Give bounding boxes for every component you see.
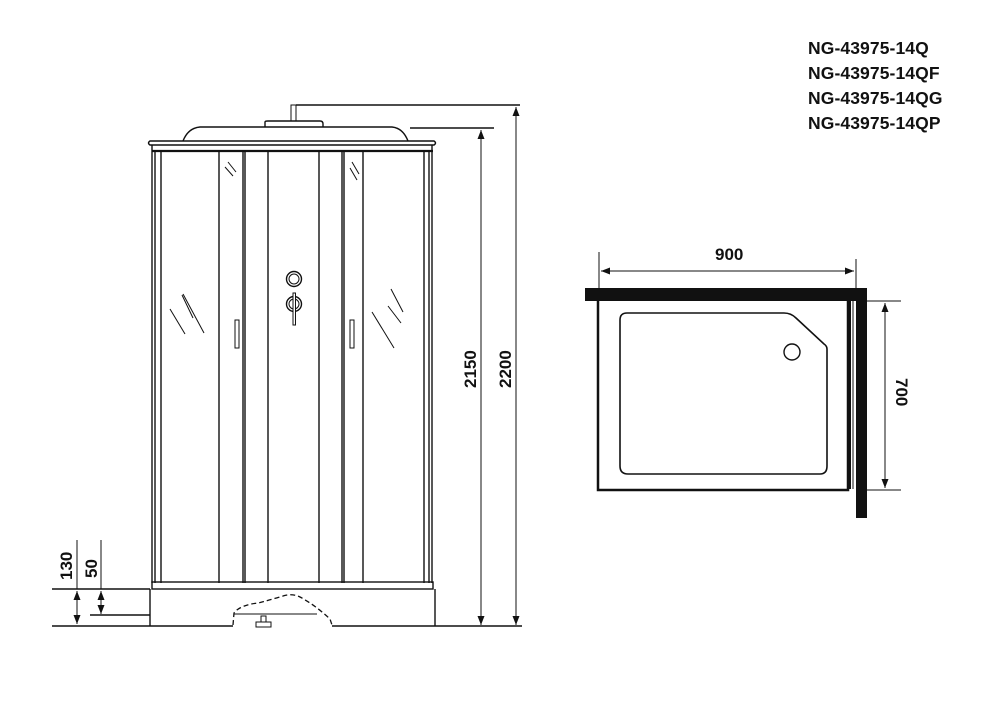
basin-outline [619, 312, 828, 475]
adjustable-leg [260, 615, 267, 623]
mixer-lever [292, 292, 296, 326]
tray-outline [596, 301, 850, 492]
dim-label-130: 130 [57, 552, 76, 580]
drain-hump [232, 594, 333, 626]
model-list: NG-43975-14Q NG-43975-14QF NG-43975-14QG… [808, 36, 998, 136]
roof-dome [182, 126, 409, 142]
drain-icon [783, 343, 801, 361]
dim-label-700: 700 [892, 378, 911, 406]
wall-side [856, 296, 867, 518]
shower-pipe [290, 104, 297, 122]
dim-label-2150: 2150 [461, 350, 480, 388]
dim-label-2200: 2200 [496, 350, 515, 388]
door-handle-left [234, 319, 240, 349]
dim-label-50: 50 [82, 559, 101, 578]
control-knob-icon [285, 270, 303, 288]
plan-view: 900 700 [585, 245, 911, 518]
front-view: 130 50 2150 2200 [52, 104, 522, 628]
bottom-frame [151, 581, 434, 590]
wall-back [585, 288, 867, 301]
door-handle-right [349, 319, 355, 349]
model-code: NG-43975-14Q [808, 38, 929, 58]
roof-vent [264, 120, 324, 127]
dim-label-900: 900 [715, 245, 743, 264]
glass-reflection [169, 161, 404, 349]
model-code: NG-43975-14QG [808, 88, 943, 108]
model-code: NG-43975-14QF [808, 63, 940, 83]
roof-cornice [147, 140, 437, 146]
model-code: NG-43975-14QP [808, 113, 941, 133]
